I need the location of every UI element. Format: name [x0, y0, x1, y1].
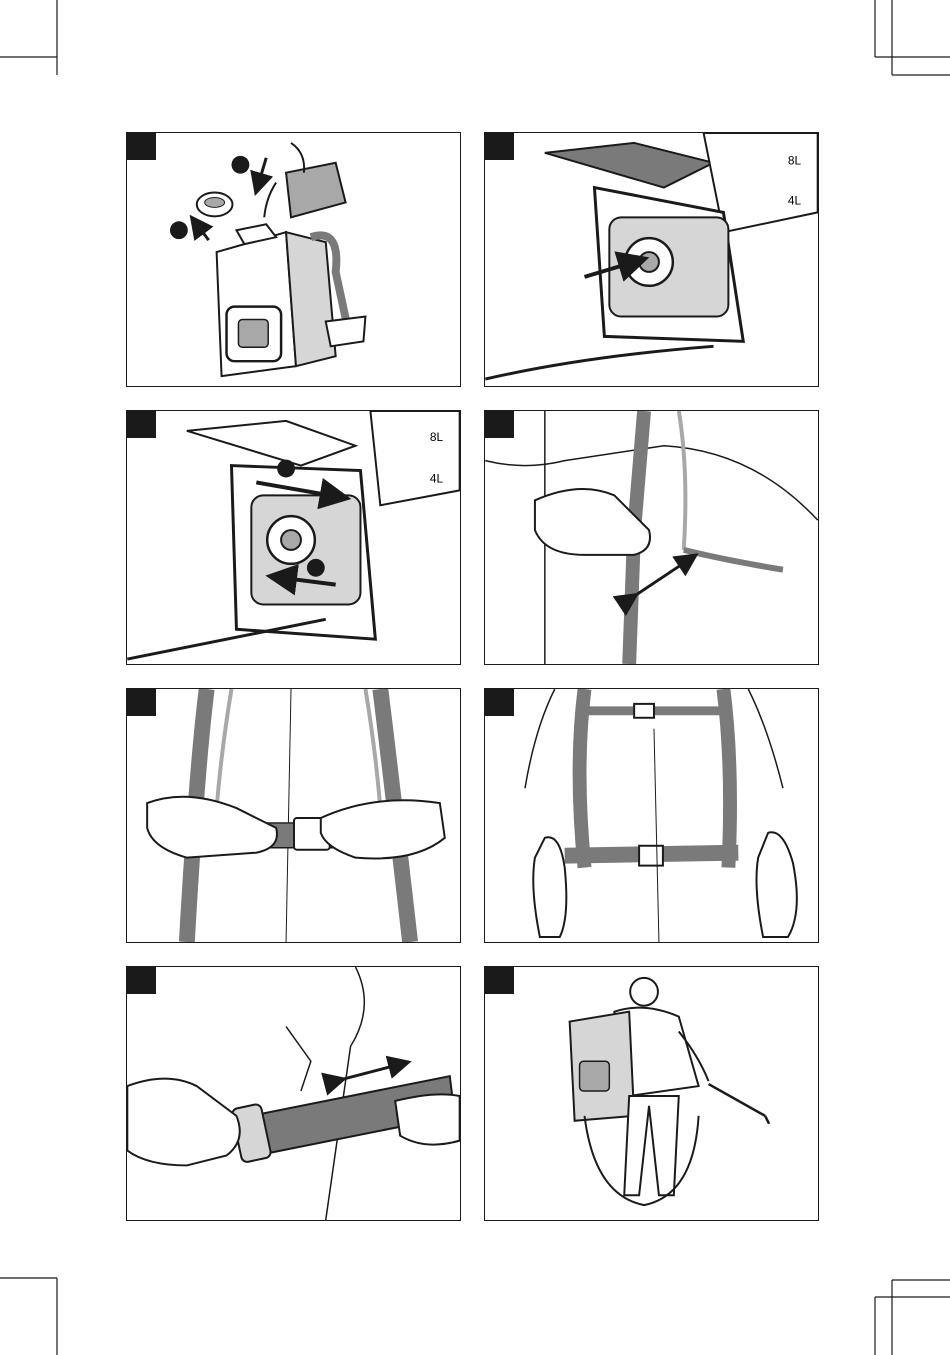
step-badge — [485, 689, 514, 716]
wear-sprayer-illustration — [485, 967, 818, 1220]
panel-fasten-chest-buckle — [126, 688, 461, 943]
panel-adjust-shoulder-strap — [484, 410, 819, 665]
insert-battery-illustration: 8L 4L — [485, 133, 818, 386]
level-mark-8l: 8L — [788, 154, 802, 168]
callout-circle-2 — [170, 221, 188, 239]
panel-wear-sprayer — [484, 966, 819, 1221]
crop-mark-top-left — [0, 0, 80, 80]
callout-circle-1 — [231, 156, 249, 174]
callout-circle-1 — [277, 460, 295, 478]
remove-battery-illustration: 8L 4L — [127, 411, 460, 664]
crop-mark-top-right — [870, 0, 950, 80]
step-badge — [127, 967, 156, 994]
crop-mark-bottom-left — [0, 1275, 80, 1355]
step-badge — [485, 133, 514, 160]
step-badge — [127, 689, 156, 716]
level-mark-4l: 4L — [788, 193, 802, 207]
panel-fasten-waist-belt — [484, 688, 819, 943]
fasten-chest-buckle-illustration — [127, 689, 460, 942]
panel-remove-battery: 8L 4L — [126, 410, 461, 665]
fasten-waist-belt-illustration — [485, 689, 818, 942]
panel-fill-tank — [126, 132, 461, 387]
callout-circle-2 — [307, 559, 325, 577]
crop-mark-bottom-right — [870, 1275, 950, 1355]
step-badge — [127, 411, 156, 438]
adjust-shoulder-strap-illustration — [485, 411, 818, 664]
panel-adjust-belt-length — [126, 966, 461, 1221]
level-mark-4l: 4L — [430, 471, 444, 485]
step-badge — [485, 967, 514, 994]
step-badge — [127, 133, 156, 160]
fill-tank-illustration — [127, 133, 460, 386]
panel-insert-battery: 8L 4L — [484, 132, 819, 387]
level-mark-8l: 8L — [430, 430, 444, 444]
adjust-belt-length-illustration — [127, 967, 460, 1220]
step-badge — [485, 411, 514, 438]
